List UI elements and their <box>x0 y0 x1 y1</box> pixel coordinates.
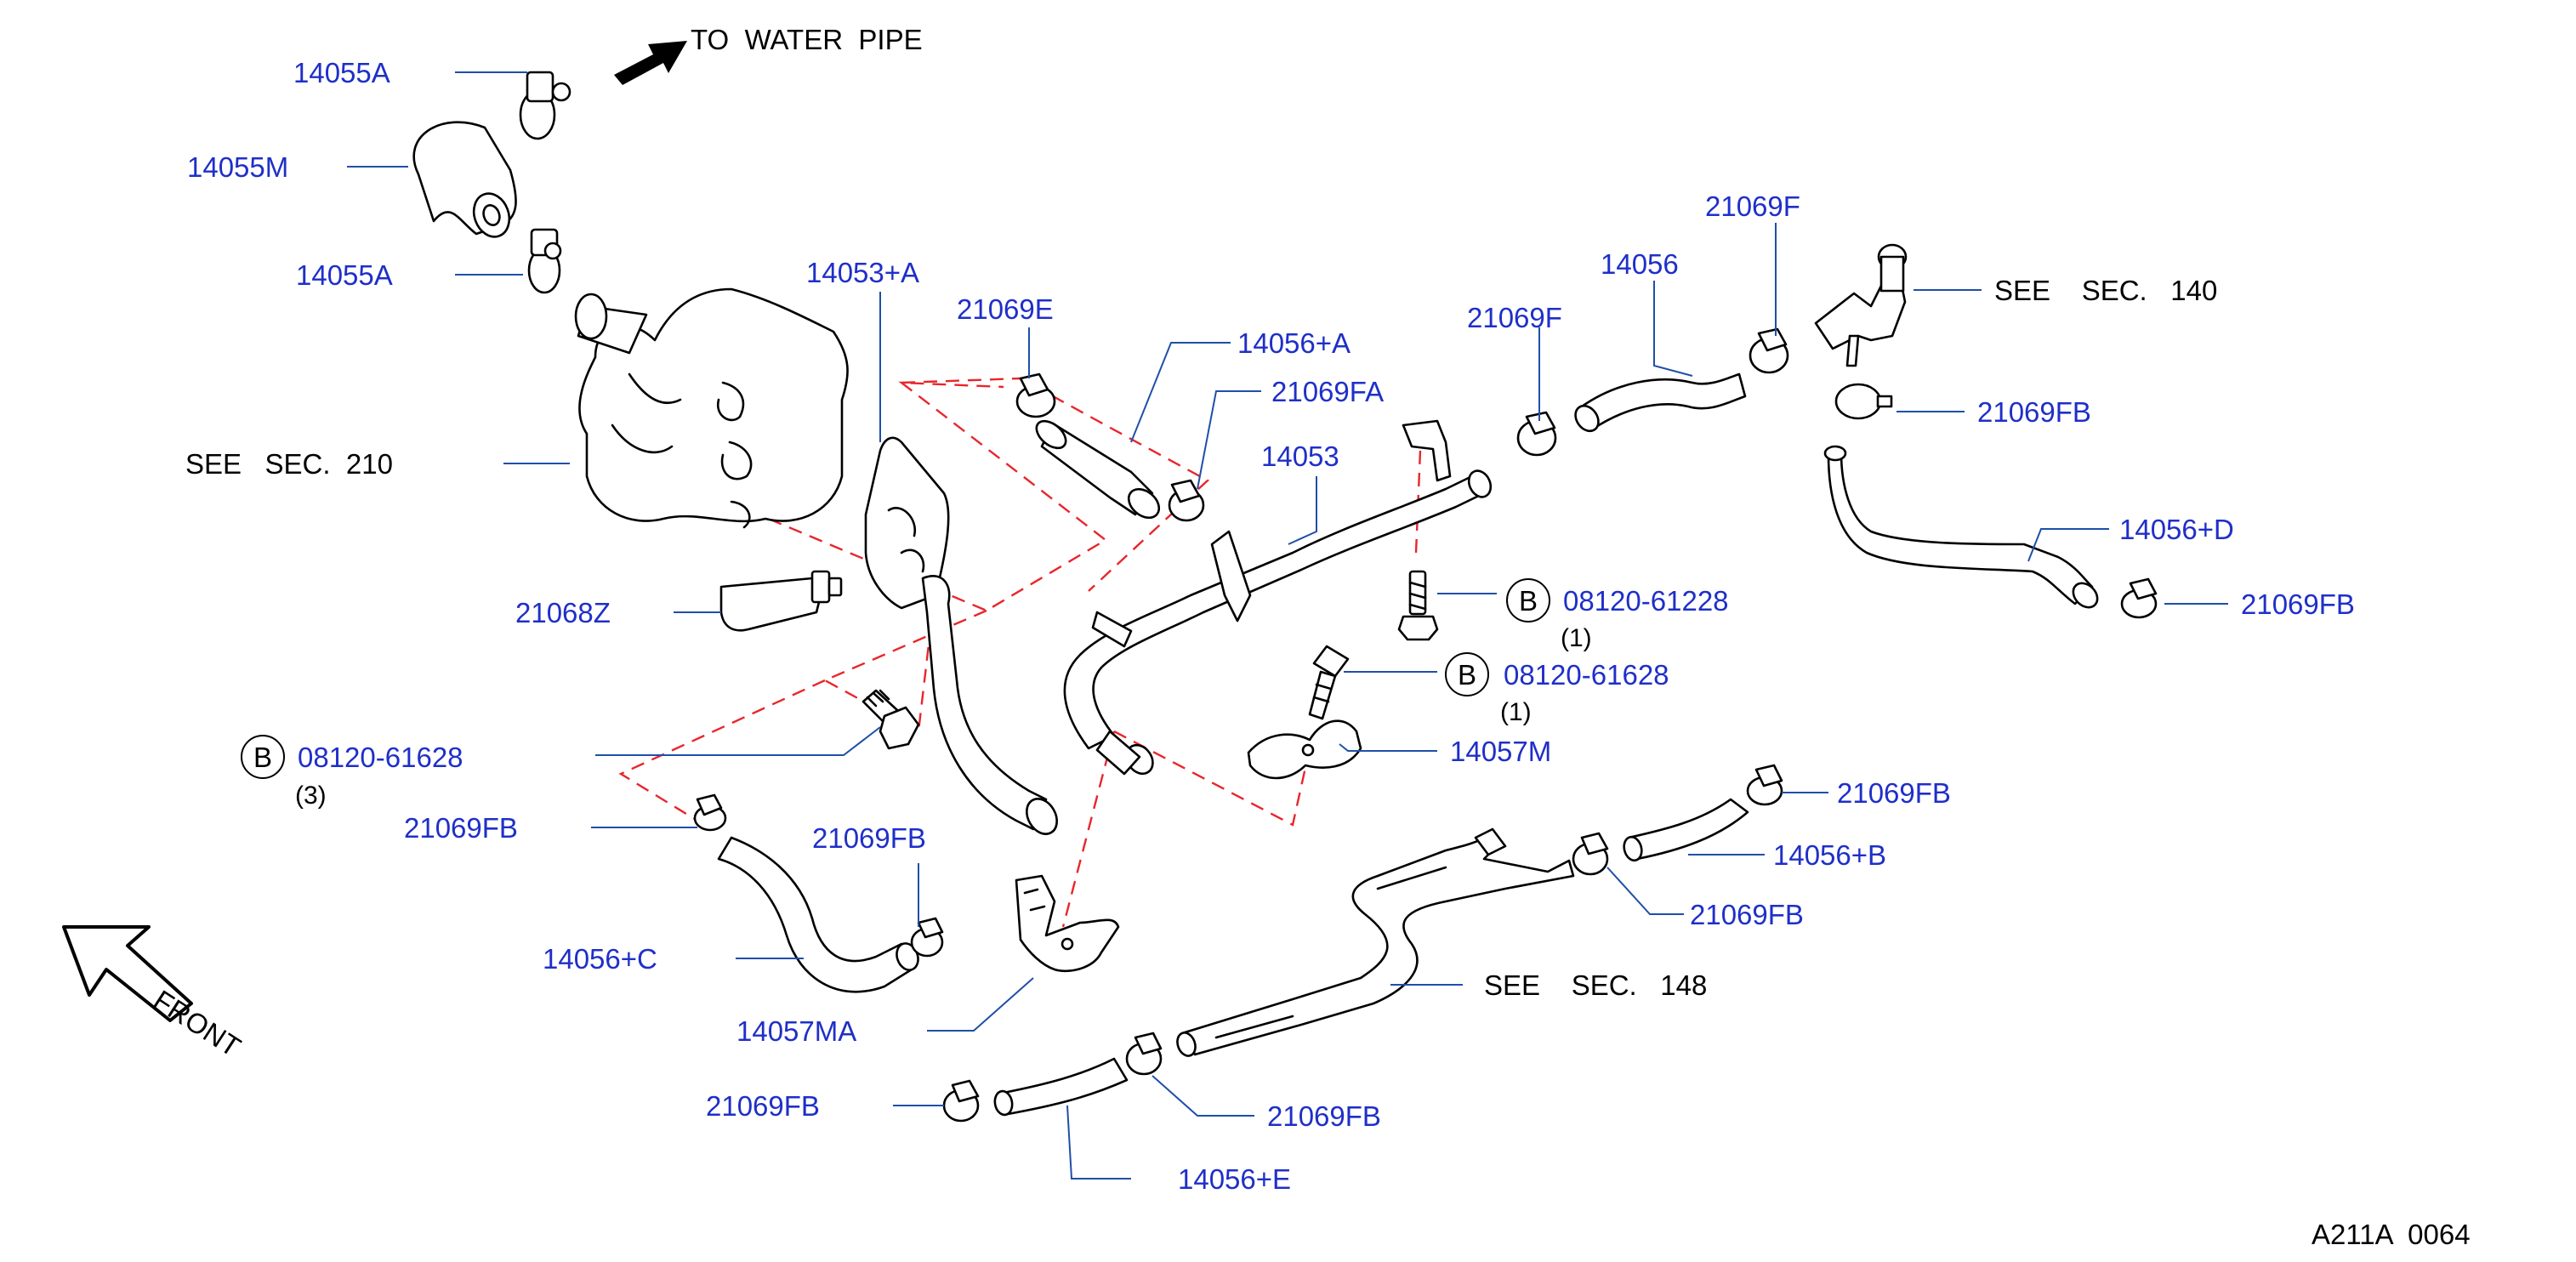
label-14055m: 14055M <box>187 151 288 183</box>
bolt-callout-left: B 08120-61628 (3) <box>241 735 463 810</box>
hose-14056a <box>1035 419 1161 520</box>
label-bolt-mid1-number: 08120-61228 <box>1563 585 1729 617</box>
clamp-14055a-top <box>519 71 571 140</box>
bracket-14053 <box>1402 419 1452 482</box>
label-bolt-b-left: B <box>253 742 272 773</box>
label-21069fb-c: 21069FB <box>812 822 926 854</box>
clamp-21069fb-e-right <box>1125 1032 1163 1076</box>
bolt-callout-mid1: B 08120-61228 (1) <box>1506 578 1729 652</box>
clamp-14055a-mid <box>527 228 562 294</box>
label-14055a-mid: 14055A <box>296 259 393 291</box>
clamp-21069fa <box>1168 479 1205 522</box>
label-bolt-left-number: 08120-61628 <box>298 742 463 773</box>
label-bolt-left-qty: (3) <box>295 782 327 810</box>
bolt-callout-mid2: B 08120-61628 (1) <box>1445 652 1669 726</box>
label-14053: 14053 <box>1261 441 1339 472</box>
label-21069fb-b-top: 21069FB <box>1837 777 1951 809</box>
clamp-21069fb-right <box>2120 577 2158 619</box>
label-bolt-mid1-qty: (1) <box>1561 624 1592 652</box>
arrow-to-water-pipe-icon <box>614 41 687 85</box>
label-21069fb-e-right: 21069FB <box>1267 1100 1381 1132</box>
hose-14056b <box>1623 798 1749 862</box>
clamp-21069fb-c <box>910 917 944 958</box>
label-14056c: 14056+C <box>543 943 657 975</box>
figure-code: A211A 0064 <box>2312 1219 2471 1250</box>
bolt-left <box>862 689 920 750</box>
label-14056b: 14056+B <box>1773 839 1886 871</box>
label-see-sec-140: SEE SEC. 140 <box>1994 275 2217 306</box>
label-14057m: 14057M <box>1450 736 1551 767</box>
thermostat-housing <box>574 287 849 529</box>
clamp-21069fb-left <box>693 793 727 832</box>
hose-14055m <box>412 121 517 238</box>
label-see-sec-210: SEE SEC. 210 <box>185 448 393 480</box>
label-bolt-mid2-number: 08120-61628 <box>1504 659 1669 691</box>
label-14056: 14056 <box>1601 248 1679 280</box>
labels: TO WATER PIPE 14055A 14055M 14055A SEE S… <box>148 24 2470 1250</box>
label-21069fb-b-bottom: 21069FB <box>1690 899 1804 930</box>
leader-lines <box>347 71 2228 1180</box>
fitting-sec-140 <box>1814 243 1908 367</box>
label-14056e: 14056+E <box>1178 1163 1291 1195</box>
bracket-14057ma <box>1015 874 1120 973</box>
label-21069fb-left: 21069FB <box>404 812 518 844</box>
hose-14056 <box>1574 372 1747 433</box>
label-front: FRONT <box>148 984 246 1063</box>
label-14053a: 14053+A <box>806 257 919 288</box>
label-21069f-mid: 21069F <box>1467 302 1562 333</box>
label-14055a-top: 14055A <box>293 57 390 88</box>
bracket-14057m <box>1247 719 1362 780</box>
bolt-mid1 <box>1397 570 1439 641</box>
front-arrow-icon <box>62 925 193 1022</box>
label-bolt-b-mid2: B <box>1458 659 1476 691</box>
label-bolt-mid2-qty: (1) <box>1500 698 1532 726</box>
clamp-21069fb-b-top <box>1746 764 1783 806</box>
clamp-21069e <box>1015 372 1056 418</box>
label-bolt-b-mid1: B <box>1519 585 1538 617</box>
label-21069f-top: 21069F <box>1705 190 1800 222</box>
label-21069e: 21069E <box>957 293 1054 325</box>
label-21069fa: 21069FA <box>1271 376 1384 407</box>
clamp-21069fb-b-bottom <box>1572 832 1609 876</box>
label-14056d: 14056+D <box>2119 514 2234 545</box>
pipe-14053 <box>1063 469 1493 776</box>
label-21069fb-right: 21069FB <box>2241 588 2355 620</box>
bolt-b-circle-icon <box>1506 578 1550 622</box>
hose-14056d <box>1823 445 2099 609</box>
clamp-21069f-top <box>1749 327 1789 374</box>
hose-14056c <box>717 836 919 993</box>
label-14056a: 14056+A <box>1237 327 1351 359</box>
clamp-21069fb-right-top <box>1834 383 1893 420</box>
clamp-21069fb-e-left <box>942 1079 980 1123</box>
heater-pipe-sec-148 <box>1176 827 1575 1057</box>
clamp-21069f-mid <box>1516 411 1557 457</box>
label-21068z: 21068Z <box>515 597 611 628</box>
label-to-water-pipe: TO WATER PIPE <box>691 24 923 55</box>
label-21069fb-e-left: 21069FB <box>706 1090 820 1122</box>
bolt-b-circle-icon <box>241 735 285 779</box>
label-14057ma: 14057MA <box>736 1015 856 1047</box>
label-21069fb-right-top: 21069FB <box>1977 396 2091 428</box>
pipe-14053a <box>864 436 1058 835</box>
hose-14056e <box>993 1057 1129 1117</box>
bolt-b-circle-icon <box>1445 652 1489 696</box>
sensor-21068z <box>719 570 843 632</box>
label-see-sec-148: SEE SEC. 148 <box>1484 969 1707 1001</box>
bolt-mid2 <box>1308 645 1350 720</box>
